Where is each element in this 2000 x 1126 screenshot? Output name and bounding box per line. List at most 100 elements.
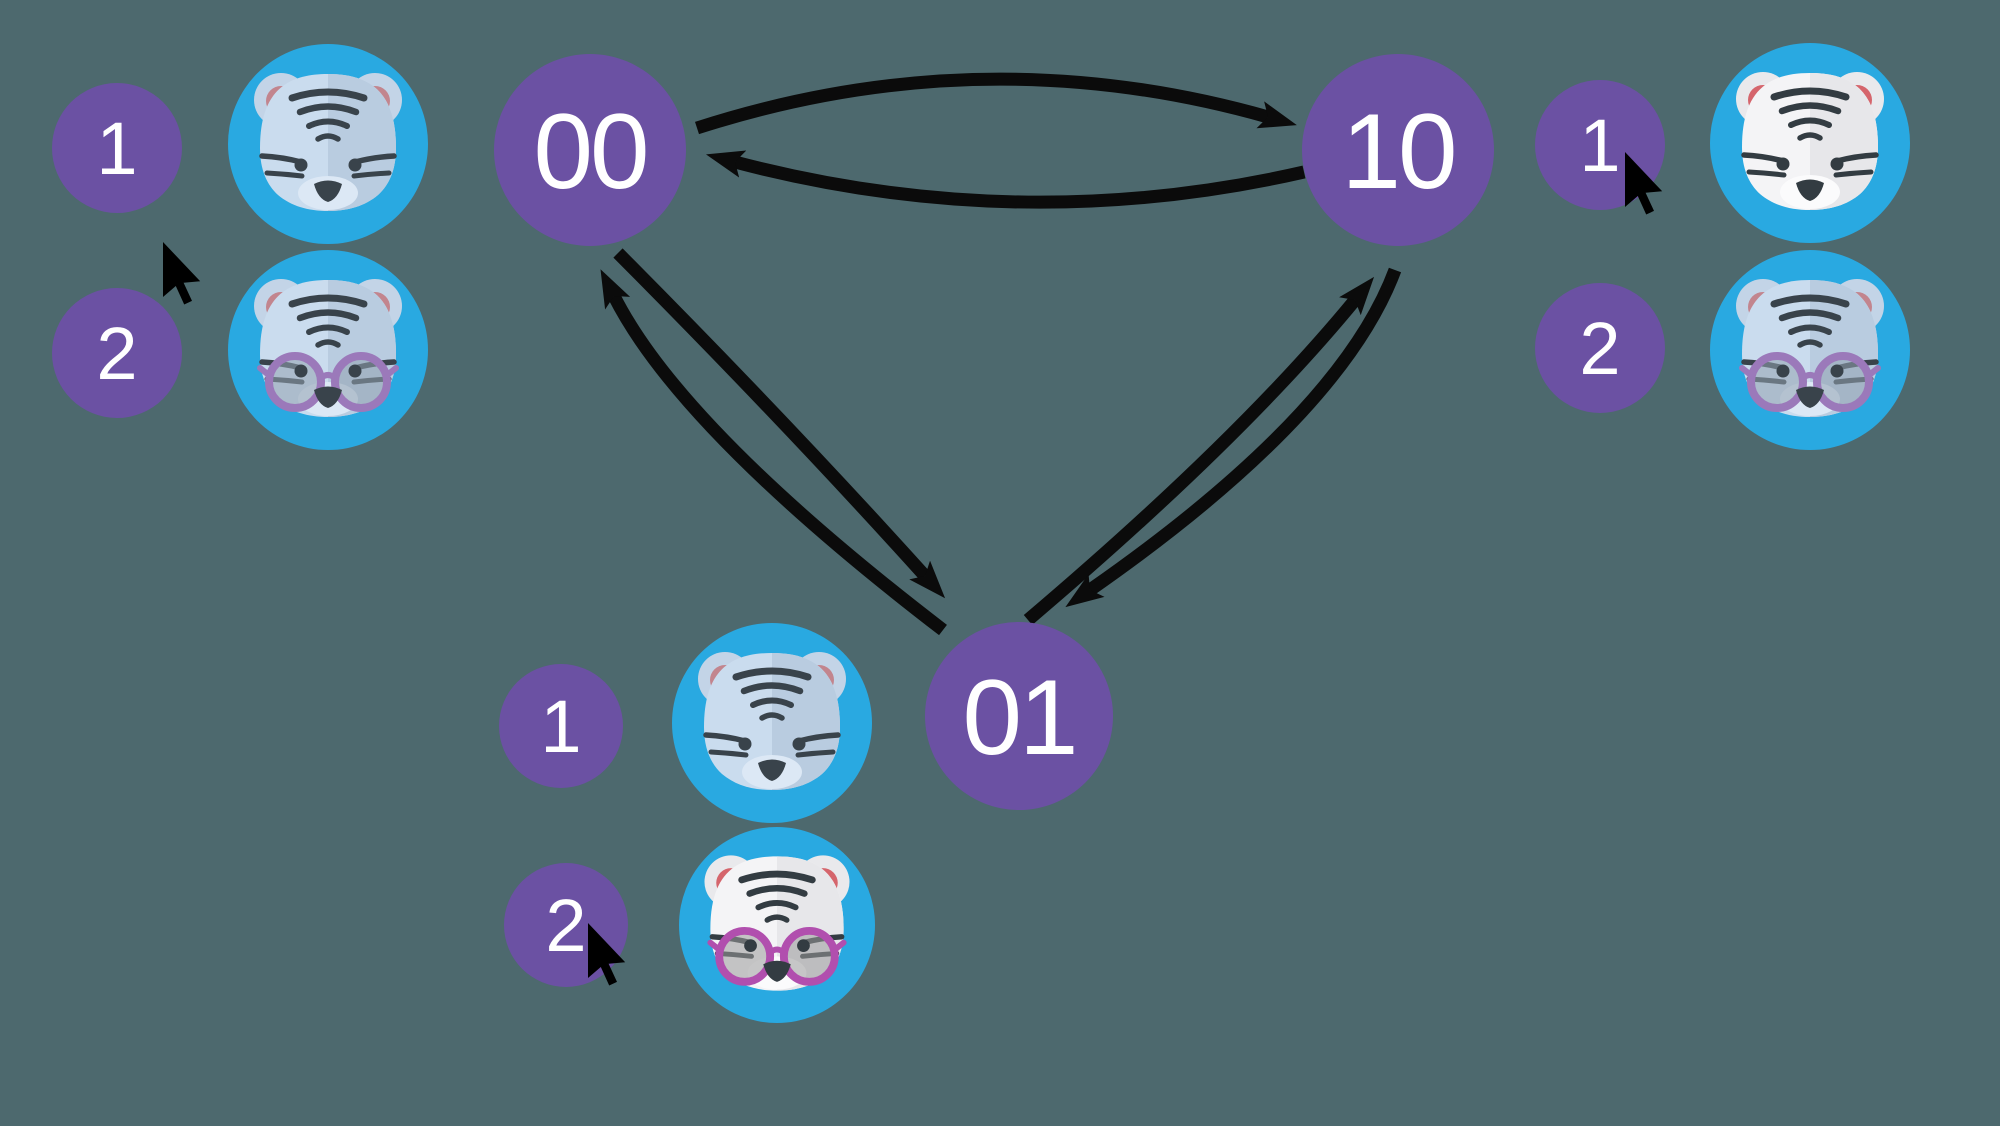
state-node-label-01: 01 (962, 657, 1075, 777)
forehead-stripe (1770, 87, 1850, 101)
tiger-avatar-blue-group-left-p1 (228, 44, 428, 244)
glasses-lens-right (335, 356, 387, 408)
state-nodes-layer: 00 10 01 (494, 54, 1494, 810)
eye-right (797, 939, 810, 952)
tiger-nose (1796, 386, 1824, 408)
glasses-frame-right (1813, 352, 1873, 412)
state-node-01: 01 (925, 622, 1113, 810)
edge-01-to-10 (1023, 276, 1375, 625)
edge-10-to-00 (705, 150, 1306, 209)
tiger-nose (763, 960, 791, 982)
group-left: 12 (52, 44, 428, 450)
tiger-nose (314, 180, 342, 202)
edge-10-to-01 (1065, 267, 1402, 608)
state-node-circle-01 (925, 622, 1113, 810)
tiger-avatar-white-group-right-p1 (1710, 43, 1910, 243)
forehead-stripe (1778, 102, 1842, 115)
glasses-frame-left (715, 926, 775, 986)
cheek-stripe (351, 170, 392, 179)
forehead-stripe (764, 914, 790, 923)
eye-left (1776, 157, 1790, 171)
player-badge-group-right-p2 (1535, 283, 1665, 413)
glasses-frame-right (779, 926, 839, 986)
cursor-icon-group-left (163, 242, 201, 305)
forehead-stripe (296, 309, 360, 322)
eye-right (1830, 364, 1844, 378)
glasses-arm-left (707, 939, 724, 954)
tiger-nose (314, 386, 342, 408)
forehead-stripe (306, 118, 350, 129)
player-number-group-left-p1: 1 (96, 107, 137, 190)
player-number-group-right-p2: 2 (1579, 307, 1620, 390)
cheek-stripe (264, 170, 305, 179)
cursors-layer (163, 152, 1663, 986)
player-number-group-right-p1: 1 (1579, 104, 1620, 187)
forehead-stripe (1770, 294, 1850, 308)
edge-01-to-00 (600, 269, 947, 636)
forehead-stripe (1797, 132, 1823, 141)
player-badge-group-bottom-p1 (499, 664, 623, 788)
group-right: 12 (1535, 43, 1910, 450)
forehead-stripe (288, 88, 368, 102)
eye-right (1830, 157, 1844, 171)
cursor-icon-group-right (1625, 152, 1663, 215)
forehead-stripe (755, 900, 799, 911)
eye-right (348, 158, 362, 172)
forehead-stripe (1788, 324, 1832, 335)
state-node-label-00: 00 (533, 91, 646, 211)
tiger-avatar-white-glasses-group-bottom-p2 (679, 827, 875, 1023)
eye-left (744, 939, 757, 952)
state-node-10: 10 (1302, 54, 1494, 246)
cheek-stripe (708, 749, 749, 758)
forehead-stripe (296, 103, 360, 116)
glasses-frame-right (331, 352, 391, 412)
edge-00-to-01 (613, 248, 946, 599)
forehead-stripe (306, 324, 350, 335)
player-number-group-bottom-p1: 1 (540, 685, 581, 768)
glasses-bridge (768, 946, 786, 955)
glasses-arm-right (830, 939, 847, 954)
glasses-bridge (1801, 372, 1819, 381)
tiger-nose (1796, 179, 1824, 201)
glasses-lens-right (783, 930, 835, 982)
eye-left (738, 737, 752, 751)
tiger-nose (758, 759, 786, 781)
glasses-lens-left (1751, 356, 1803, 408)
player-number-group-bottom-p2: 2 (545, 884, 586, 967)
forehead-stripe (746, 885, 808, 897)
eye-right (348, 364, 362, 378)
edge-00-to-10 (695, 72, 1297, 135)
forehead-stripe (315, 133, 341, 142)
forehead-stripe (759, 712, 785, 721)
player-number-group-left-p2: 2 (96, 312, 137, 395)
cheek-stripe (1833, 169, 1874, 178)
player-badge-group-left-p2 (52, 288, 182, 418)
eye-left (1776, 364, 1790, 378)
glasses-frame-left (265, 352, 325, 412)
glasses-bridge (319, 372, 337, 381)
tiger-avatar-blue-glasses-group-right-p2 (1710, 250, 1910, 450)
state-node-circle-10 (1302, 54, 1494, 246)
cheek-stripe (795, 749, 836, 758)
glasses-lens-right (1817, 356, 1869, 408)
state-node-label-10: 10 (1341, 91, 1454, 211)
eye-right (792, 737, 806, 751)
eye-left (294, 364, 308, 378)
forehead-stripe (740, 682, 804, 695)
player-badge-group-left-p1 (52, 83, 182, 213)
forehead-stripe (315, 339, 341, 348)
glasses-arm-right (1865, 365, 1881, 379)
glasses-arm-right (383, 365, 399, 379)
glasses-arm-left (257, 365, 273, 379)
glasses-arm-left (1739, 365, 1755, 379)
forehead-stripe (1788, 117, 1832, 128)
forehead-stripe (1797, 339, 1823, 348)
state-node-00: 00 (494, 54, 686, 246)
forehead-stripe (738, 870, 816, 884)
transition-arrows-layer (600, 72, 1402, 636)
cursor-icon-group-bottom (588, 923, 626, 986)
glasses-lens-left (719, 930, 771, 982)
cheek-stripe (1746, 169, 1787, 178)
